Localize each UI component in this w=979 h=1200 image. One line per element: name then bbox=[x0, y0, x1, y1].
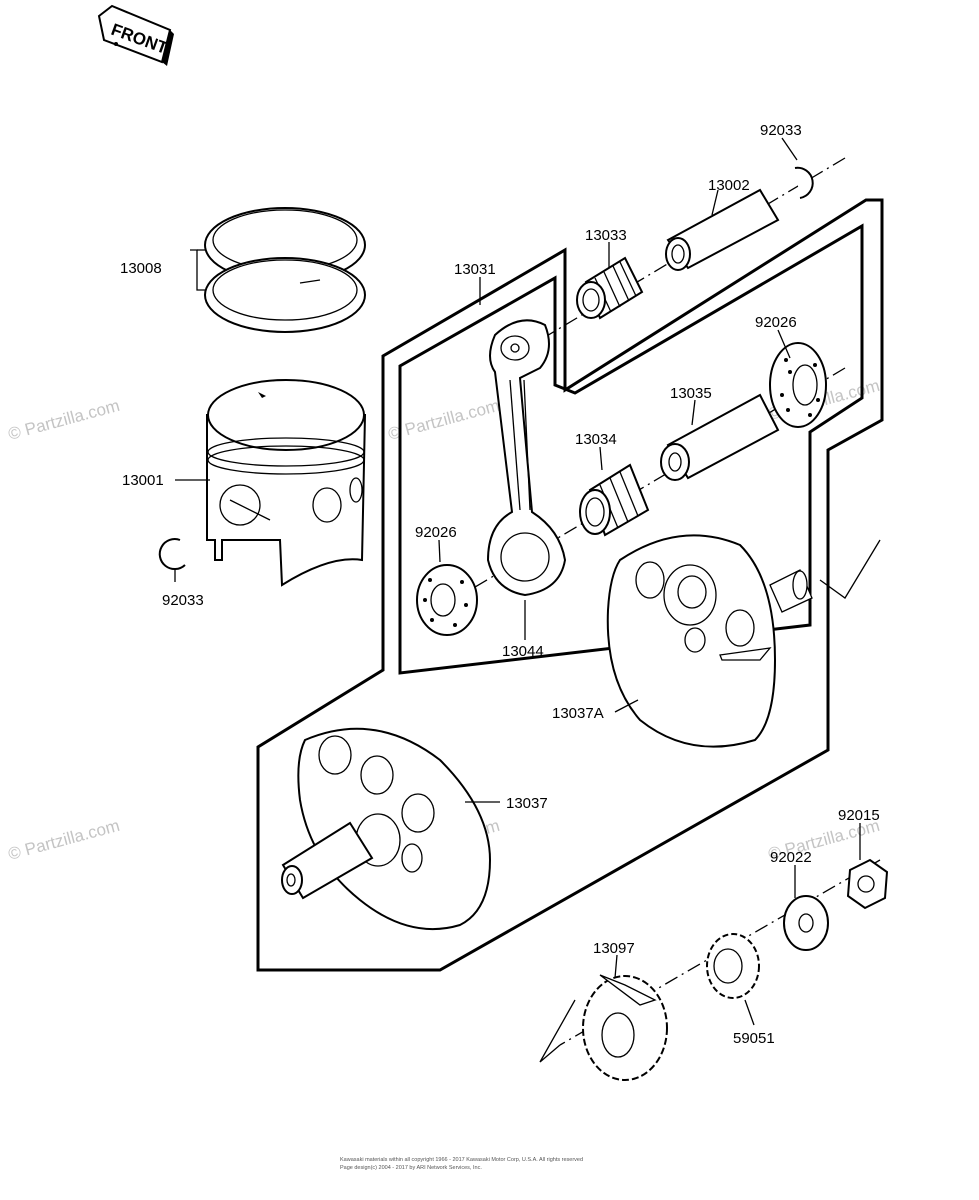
watermark: © Partzilla.com bbox=[386, 396, 502, 444]
label-big-end-bearing: 13034 bbox=[575, 431, 617, 448]
label-thrust-washer-right: 92026 bbox=[755, 314, 797, 331]
crankshaft-right-half bbox=[606, 534, 813, 748]
watermark: © Partzilla.com bbox=[6, 816, 122, 864]
thrust-washer-right bbox=[769, 342, 827, 428]
label-connecting-rod: 13031 bbox=[454, 261, 496, 278]
washer bbox=[783, 895, 829, 951]
label-thrust-washer-left: 92026 bbox=[415, 524, 457, 541]
label-piston-pin-clip-top: 92033 bbox=[760, 122, 802, 139]
gear bbox=[582, 974, 668, 1081]
label-piston-pin: 13002 bbox=[708, 177, 750, 194]
piston-rings bbox=[204, 207, 366, 333]
connecting-rod-inner-outline bbox=[398, 223, 864, 675]
label-piston-pin-clip-left: 92033 bbox=[162, 592, 204, 609]
thrust-washer-left bbox=[416, 564, 478, 636]
label-crankpin: 13035 bbox=[670, 385, 712, 402]
small-end-bearing bbox=[576, 256, 644, 320]
label-crankshaft-right: 13037A bbox=[552, 705, 604, 722]
label-connecting-rod-assy: 13044 bbox=[502, 643, 544, 660]
copyright-line-2: Page design(c) 2004 - 2017 by ARI Networ… bbox=[340, 1165, 482, 1171]
label-crankshaft-left: 13037 bbox=[506, 795, 548, 812]
piston-pin-clip-top bbox=[794, 166, 814, 199]
label-gear: 13097 bbox=[593, 940, 635, 957]
front-arrow-tag: FRONT bbox=[97, 4, 174, 66]
label-piston: 13001 bbox=[122, 472, 164, 489]
watermark: © Partzilla.com bbox=[6, 396, 122, 444]
piston-pin-clip-left bbox=[158, 538, 186, 570]
label-washer: 92022 bbox=[770, 849, 812, 866]
crankshaft-left-half bbox=[281, 727, 492, 931]
piston bbox=[206, 379, 367, 587]
connecting-rod-assy-outline bbox=[256, 198, 884, 972]
copyright-line-1: Kawasaki materials within all copyright … bbox=[340, 1157, 583, 1163]
big-end-bearing bbox=[579, 463, 650, 537]
label-small-end-bearing: 13033 bbox=[585, 227, 627, 244]
sprocket bbox=[706, 933, 760, 999]
label-piston-rings: 13008 bbox=[120, 260, 162, 277]
label-nut: 92015 bbox=[838, 807, 880, 824]
connecting-rod bbox=[486, 319, 567, 597]
nut bbox=[846, 858, 889, 910]
piston-pin bbox=[665, 188, 780, 271]
label-sprocket: 59051 bbox=[733, 1030, 775, 1047]
crankpin bbox=[660, 393, 780, 481]
